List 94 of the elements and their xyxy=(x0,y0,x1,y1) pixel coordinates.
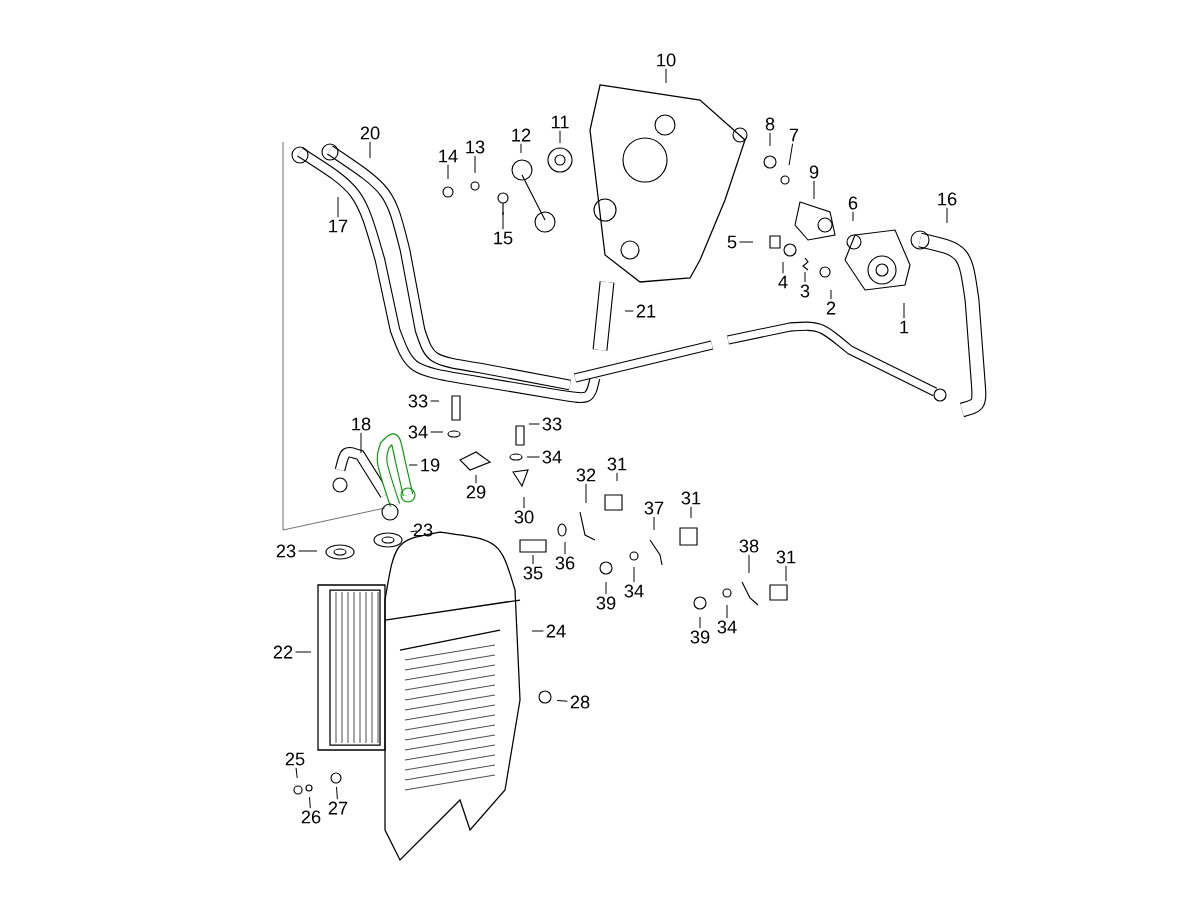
callout-number: 17 xyxy=(329,219,348,233)
callout-number: 11 xyxy=(551,115,569,129)
callout-number: 6 xyxy=(848,196,858,210)
callout-number: 33 xyxy=(408,394,428,408)
callout-number: 36 xyxy=(555,556,575,570)
callout-number: 4 xyxy=(778,275,788,289)
leader-line xyxy=(430,400,440,402)
callout-number: 9 xyxy=(809,165,819,179)
leader-line xyxy=(526,456,540,458)
leader-line xyxy=(474,155,476,174)
leader-line xyxy=(726,604,728,619)
leader-line xyxy=(788,143,794,166)
callout-number: 34 xyxy=(408,425,428,439)
callout-number: 34 xyxy=(542,450,562,464)
callout-number: 27 xyxy=(328,801,348,815)
leader-line xyxy=(531,630,544,632)
leader-line xyxy=(409,530,418,533)
leader-line xyxy=(852,211,854,222)
leader-line xyxy=(804,271,806,283)
leader-line xyxy=(447,164,449,180)
callout-number: 20 xyxy=(360,126,380,140)
leader-line xyxy=(616,472,618,482)
leader-line xyxy=(502,211,504,230)
leader-line xyxy=(295,767,298,779)
leader-line xyxy=(830,289,832,300)
leader-line xyxy=(690,506,692,519)
leader-line xyxy=(556,700,568,702)
leader-line xyxy=(748,554,750,574)
callout-number: 18 xyxy=(352,417,371,431)
callout-number: 24 xyxy=(546,624,566,638)
callout-number: 39 xyxy=(690,630,710,644)
leader-line xyxy=(520,143,522,154)
callout-number: 19 xyxy=(421,458,440,472)
leader-line xyxy=(633,566,635,583)
callout-number: 26 xyxy=(301,810,321,824)
callout-number: 31 xyxy=(681,491,701,505)
callout-number: 13 xyxy=(466,140,485,154)
leader-line xyxy=(523,496,525,509)
leader-line xyxy=(559,130,561,144)
callout-number: 33 xyxy=(542,417,562,431)
callout-number: 10 xyxy=(657,53,676,67)
callout-number: 29 xyxy=(466,485,486,499)
callout-number: 1 xyxy=(900,320,909,334)
callout-number: 32 xyxy=(576,468,596,482)
callout-number: 3 xyxy=(800,284,810,298)
leader-line xyxy=(699,616,701,629)
leader-line xyxy=(298,550,318,552)
leader-line xyxy=(309,796,311,809)
callout-number: 23 xyxy=(413,523,433,537)
leader-line xyxy=(813,180,815,200)
callout-number: 37 xyxy=(644,501,664,515)
leader-line xyxy=(564,541,566,555)
callout-number: 7 xyxy=(789,128,799,142)
leader-line xyxy=(430,431,444,433)
callout-number: 8 xyxy=(765,117,775,131)
callout-number: 38 xyxy=(739,539,759,553)
callout-number: 28 xyxy=(570,695,590,709)
callout-number: 5 xyxy=(727,235,737,249)
callout-number: 12 xyxy=(512,128,531,142)
leader-line xyxy=(782,261,784,274)
callout-number: 23 xyxy=(276,544,296,558)
callout-number: 25 xyxy=(285,752,305,766)
leader-line xyxy=(295,651,312,653)
leader-line xyxy=(408,464,418,466)
leader-line xyxy=(475,474,477,484)
leader-line xyxy=(528,423,540,425)
leader-line xyxy=(665,68,667,84)
callout-number: 34 xyxy=(624,584,644,598)
leader-line xyxy=(369,141,371,159)
leader-line xyxy=(739,241,754,243)
callout-number: 31 xyxy=(776,550,796,564)
callout-number: 16 xyxy=(938,192,957,206)
leader-line xyxy=(946,207,948,224)
callout-number: 2 xyxy=(826,301,836,315)
callout-number: 31 xyxy=(607,457,627,471)
leader-line xyxy=(360,432,362,454)
callout-number: 22 xyxy=(273,645,293,659)
leader-line xyxy=(769,132,771,147)
callout-number: 34 xyxy=(717,620,737,634)
leader-line xyxy=(903,302,905,319)
leader-line xyxy=(653,516,655,531)
leader-line xyxy=(337,196,339,218)
callout-number: 30 xyxy=(514,510,534,524)
callout-number: 21 xyxy=(636,304,656,318)
leader-line xyxy=(624,310,634,312)
leader-line xyxy=(785,565,787,582)
leader-line xyxy=(605,581,607,595)
callout-number: 35 xyxy=(523,566,543,580)
callout-number: 39 xyxy=(596,596,616,610)
leader-line xyxy=(336,786,338,800)
leader-line xyxy=(585,483,587,504)
leader-line xyxy=(532,554,534,565)
callout-number: 15 xyxy=(494,231,513,245)
callout-number: 14 xyxy=(439,149,458,163)
